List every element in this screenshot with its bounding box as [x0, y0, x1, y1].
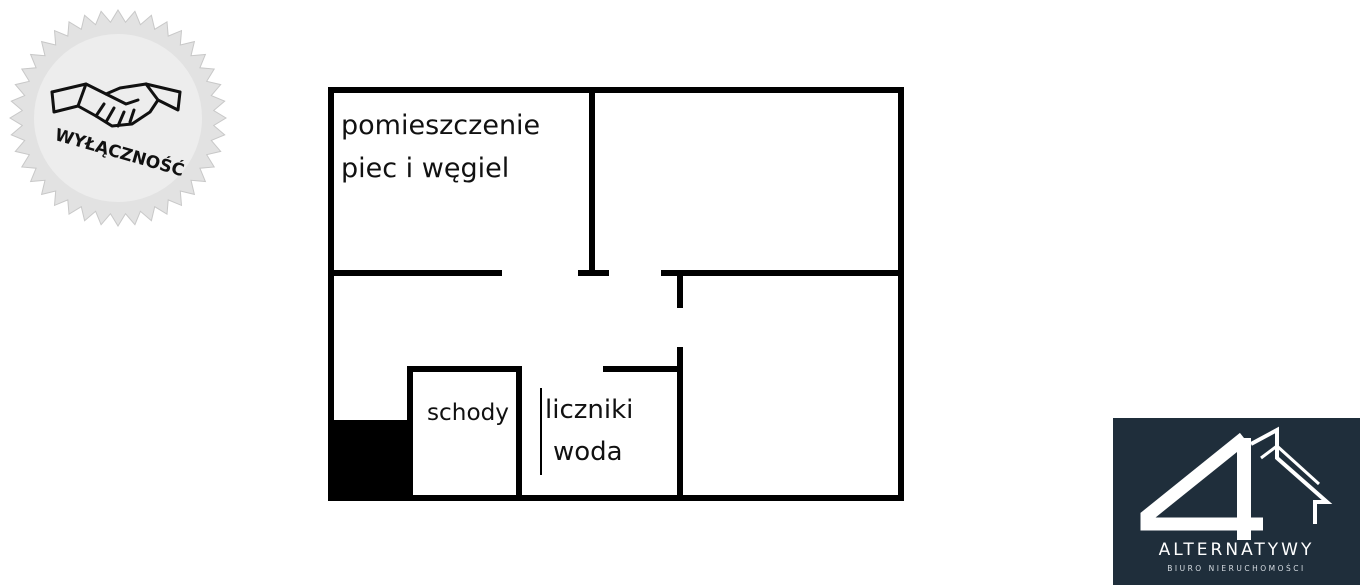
handshake-icon	[50, 82, 182, 128]
exclusivity-badge: WYŁĄCZNOŚĆ	[8, 8, 228, 228]
room-label-stove-line2: piec i węgiel	[341, 153, 509, 184]
room-label-meters-line2: woda	[553, 437, 623, 467]
room-label-stove-line1: pomieszczenie	[341, 110, 540, 141]
logo-tagline: BIURO NIERUCHOMOŚCI	[1167, 564, 1306, 573]
logo-brand-text: ALTERNATYWY	[1158, 540, 1315, 560]
logo-mark	[1140, 426, 1333, 540]
badge-seal: WYŁĄCZNOŚĆ	[9, 9, 227, 227]
logo-four-icon	[1140, 432, 1263, 531]
room-label-stairs: schody	[427, 400, 509, 426]
house-roof-icon	[1250, 426, 1333, 524]
filled-block	[328, 420, 410, 500]
room-label-meters-line1: liczniki	[545, 395, 633, 425]
badge-inner-disc	[34, 34, 202, 202]
agency-logo: ALTERNATYWY BIURO NIERUCHOMOŚCI	[1113, 418, 1360, 585]
